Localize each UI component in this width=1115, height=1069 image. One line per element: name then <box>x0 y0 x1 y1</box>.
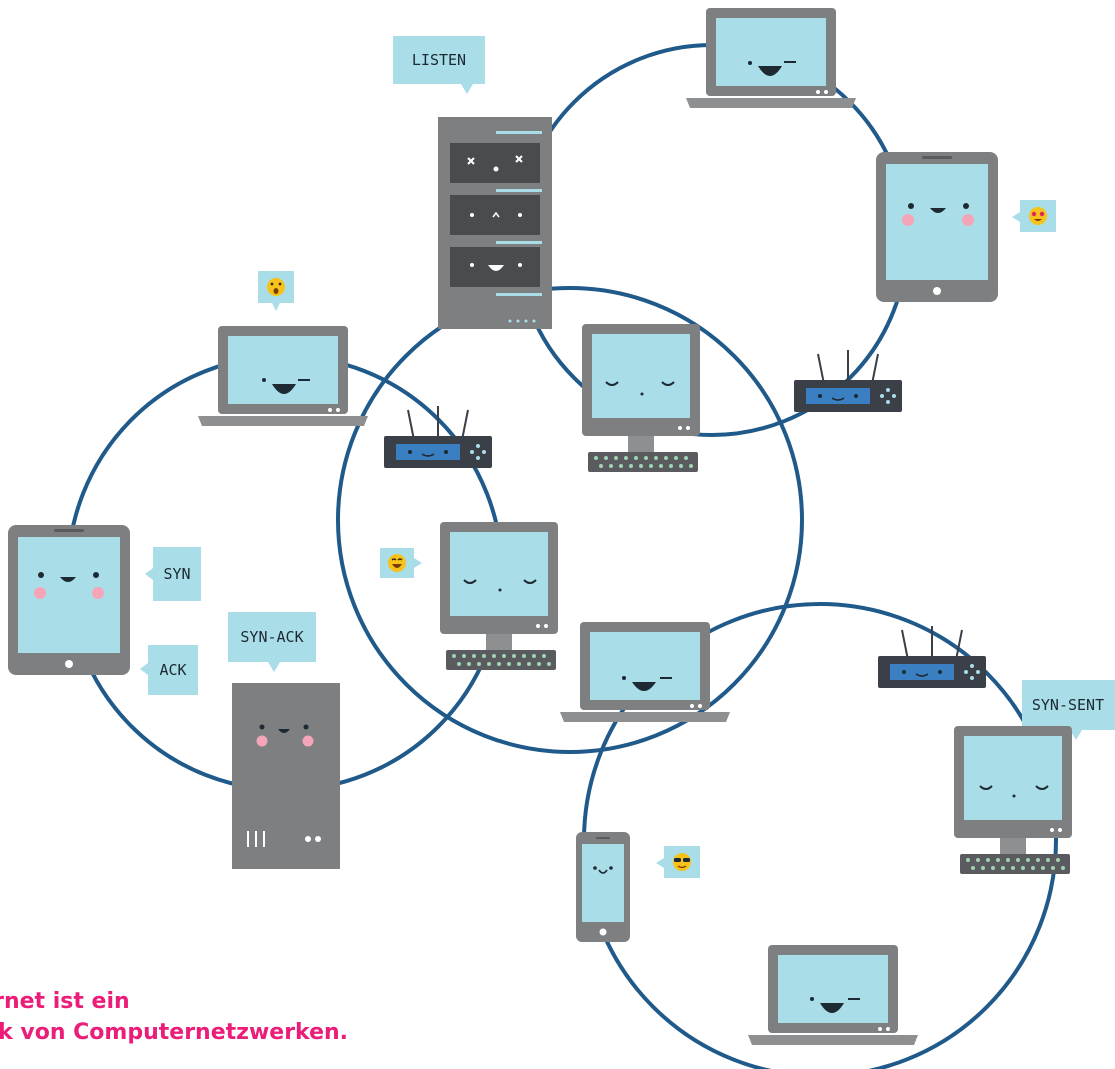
small-smile-face <box>593 866 613 874</box>
content-face <box>463 579 537 592</box>
network-ring-center <box>336 286 804 754</box>
tablet-right[interactable] <box>876 152 998 302</box>
laptop-center[interactable] <box>560 622 730 722</box>
blush-face <box>256 724 314 747</box>
laptop-left[interactable] <box>198 326 368 426</box>
laughing-emoji-bubble <box>380 548 422 578</box>
happy-face <box>470 263 522 271</box>
router-center-left[interactable] <box>383 405 493 469</box>
dizzy-face <box>467 155 523 172</box>
router-bottom-right[interactable] <box>877 625 987 689</box>
sunglasses-emoji-bubble <box>656 846 700 878</box>
tower-server[interactable] <box>232 683 340 869</box>
caption-line-1: nternet ist ein <box>0 989 130 1014</box>
smile-face <box>34 572 104 599</box>
desktop-center-left[interactable] <box>440 522 558 670</box>
laptop-bottom[interactable] <box>748 945 918 1045</box>
laptop-top[interactable] <box>686 8 856 108</box>
syn-bubble: SYN <box>145 547 201 601</box>
surprised-emoji <box>267 278 285 296</box>
syn-ack-label: SYN-ACK <box>240 628 303 646</box>
caption: nternet ist ein werk von Computernetzwer… <box>0 986 348 1048</box>
smile-face <box>902 203 974 226</box>
ack-label: ACK <box>159 661 186 679</box>
surprised-emoji-bubble <box>258 271 294 311</box>
sleepy-face <box>470 211 522 218</box>
listen-label: LISTEN <box>412 51 466 69</box>
router-top-right[interactable] <box>793 349 903 413</box>
heart-eyes-emoji <box>1029 207 1047 225</box>
syn-label: SYN <box>163 565 190 583</box>
heart-eyes-emoji-bubble <box>1012 200 1056 232</box>
wink-face <box>262 378 310 394</box>
desktop-center-top[interactable] <box>582 324 700 472</box>
caption-line-2: werk von Computernetzwerken. <box>0 1020 349 1045</box>
listen-bubble: LISTEN <box>393 36 485 94</box>
content-face <box>979 785 1049 798</box>
ack-bubble: ACK <box>140 645 198 695</box>
content-face <box>605 381 675 396</box>
wink-face <box>748 61 796 76</box>
syn-sent-bubble: SYN-SENT <box>1022 680 1115 740</box>
wink-face <box>810 997 860 1013</box>
syn-ack-bubble: SYN-ACK <box>228 612 316 672</box>
sunglasses-emoji <box>673 853 691 871</box>
wink-face <box>622 676 672 691</box>
phone[interactable] <box>576 832 630 942</box>
server-rack[interactable] <box>438 117 552 329</box>
syn-sent-label: SYN-SENT <box>1032 696 1104 714</box>
laughing-emoji <box>388 554 406 572</box>
desktop-right[interactable] <box>954 726 1072 874</box>
tablet-left[interactable] <box>8 525 130 675</box>
